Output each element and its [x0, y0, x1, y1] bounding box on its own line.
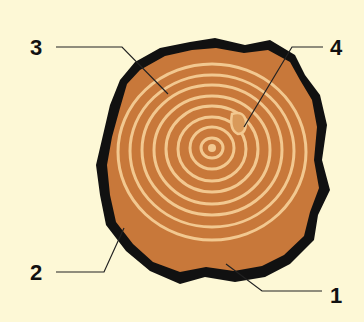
pith	[208, 144, 216, 152]
wood	[107, 48, 319, 272]
callout-number: 4	[330, 37, 342, 59]
callout-number: 1	[330, 285, 342, 307]
growth-rings	[118, 64, 306, 240]
callout-number: 3	[30, 37, 42, 59]
bark	[96, 38, 330, 284]
callout-number: 2	[30, 262, 42, 284]
knot	[231, 113, 246, 134]
leader-lines	[56, 47, 323, 291]
